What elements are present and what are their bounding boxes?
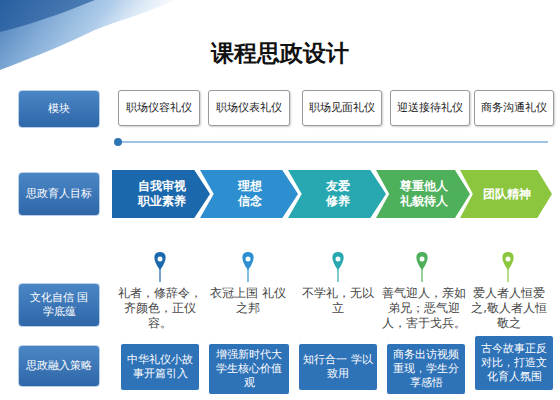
strategy-box: 古今故事正反对比，打造文化育人氛围: [474, 335, 554, 391]
timeline-dot: [114, 138, 122, 146]
node-text: 中华礼仪小故事开篇引入: [125, 353, 195, 381]
brush-stroke: [0, 0, 175, 70]
node-text: 职场仪表礼仪: [216, 101, 282, 115]
node-text: 文化自信 国学底蕴: [25, 291, 93, 319]
node-text: 友爱 修养: [323, 179, 353, 209]
node-text: 古今故事正反对比，打造文化育人氛围: [479, 342, 549, 383]
node-text: 团队精神: [477, 187, 537, 202]
node-text: 迎送接待礼仪: [397, 101, 463, 115]
module-box: 职场见面礼仪: [302, 90, 382, 126]
goal-chevron: 团队精神: [460, 170, 552, 218]
goal-chevron: 友爱 修养: [288, 170, 386, 218]
strategy-box: 商务出访视频重现，学生分享感悟: [386, 343, 466, 395]
module-box: 职场仪容礼仪: [118, 90, 200, 126]
classic-quote: 不学礼，无以立: [298, 286, 378, 316]
goal-chevron: 自我审视 职业素养: [112, 170, 210, 218]
strategy-box: 增强新时代大学生核心价值观: [208, 343, 290, 395]
node-text: 职场见面礼仪: [309, 101, 375, 115]
strategy-box: 知行合一 学以致用: [298, 343, 378, 391]
chevron-fill: [288, 170, 386, 218]
classic-quote: 衣冠上国 礼仪之邦: [206, 286, 290, 316]
goal-chevron: 理想 信念: [200, 170, 298, 218]
module-box: 商务沟通礼仪: [474, 90, 554, 126]
node-text: 商务出访视频重现，学生分享感悟: [391, 348, 461, 389]
node-text: 商务沟通礼仪: [481, 101, 547, 115]
node-text: 理想 信念: [235, 179, 265, 209]
node-text: 知行合一 学以致用: [303, 353, 373, 381]
classic-quote: 爱人者人恒爱之,敬人者人恒敬之: [468, 286, 550, 331]
node-text: 思政融入策略: [26, 359, 92, 373]
classic-quote: 善气迎人，亲如弟兄；恶气迎人，害于戈兵。: [382, 286, 466, 331]
chevron-fill: [460, 170, 552, 218]
diagram-title: 课程思政设计: [0, 38, 560, 69]
module-box: 职场仪表礼仪: [208, 90, 290, 126]
classic-quote: 礼者，修辞令，齐颜色，正仪容。: [118, 286, 202, 331]
node-text: 尊重他人 礼貌待人: [394, 179, 454, 209]
row-header: 文化自信 国学底蕴: [18, 283, 100, 327]
row-header: 思政育人目标: [18, 172, 100, 216]
module-box: 迎送接待礼仪: [390, 90, 470, 126]
strategy-box: 中华礼仪小故事开篇引入: [120, 343, 200, 391]
goal-chevron: 尊重他人 礼貌待人: [376, 170, 470, 218]
timeline: [118, 141, 548, 143]
node-text: 模块: [48, 102, 70, 116]
pin-markers: [154, 252, 513, 282]
row-header: 模块: [18, 90, 100, 128]
chevron-fill: [200, 170, 298, 218]
chevron-fill: [112, 170, 210, 218]
node-text: 自我审视 职业素养: [132, 179, 192, 209]
brush-stroke: [0, 0, 95, 32]
node-text: 思政育人目标: [26, 187, 92, 201]
chevron-fill: [376, 170, 470, 218]
row-header: 思政融入策略: [18, 345, 100, 387]
node-text: 增强新时代大学生核心价值观: [213, 348, 285, 389]
node-text: 职场仪容礼仪: [126, 101, 192, 115]
